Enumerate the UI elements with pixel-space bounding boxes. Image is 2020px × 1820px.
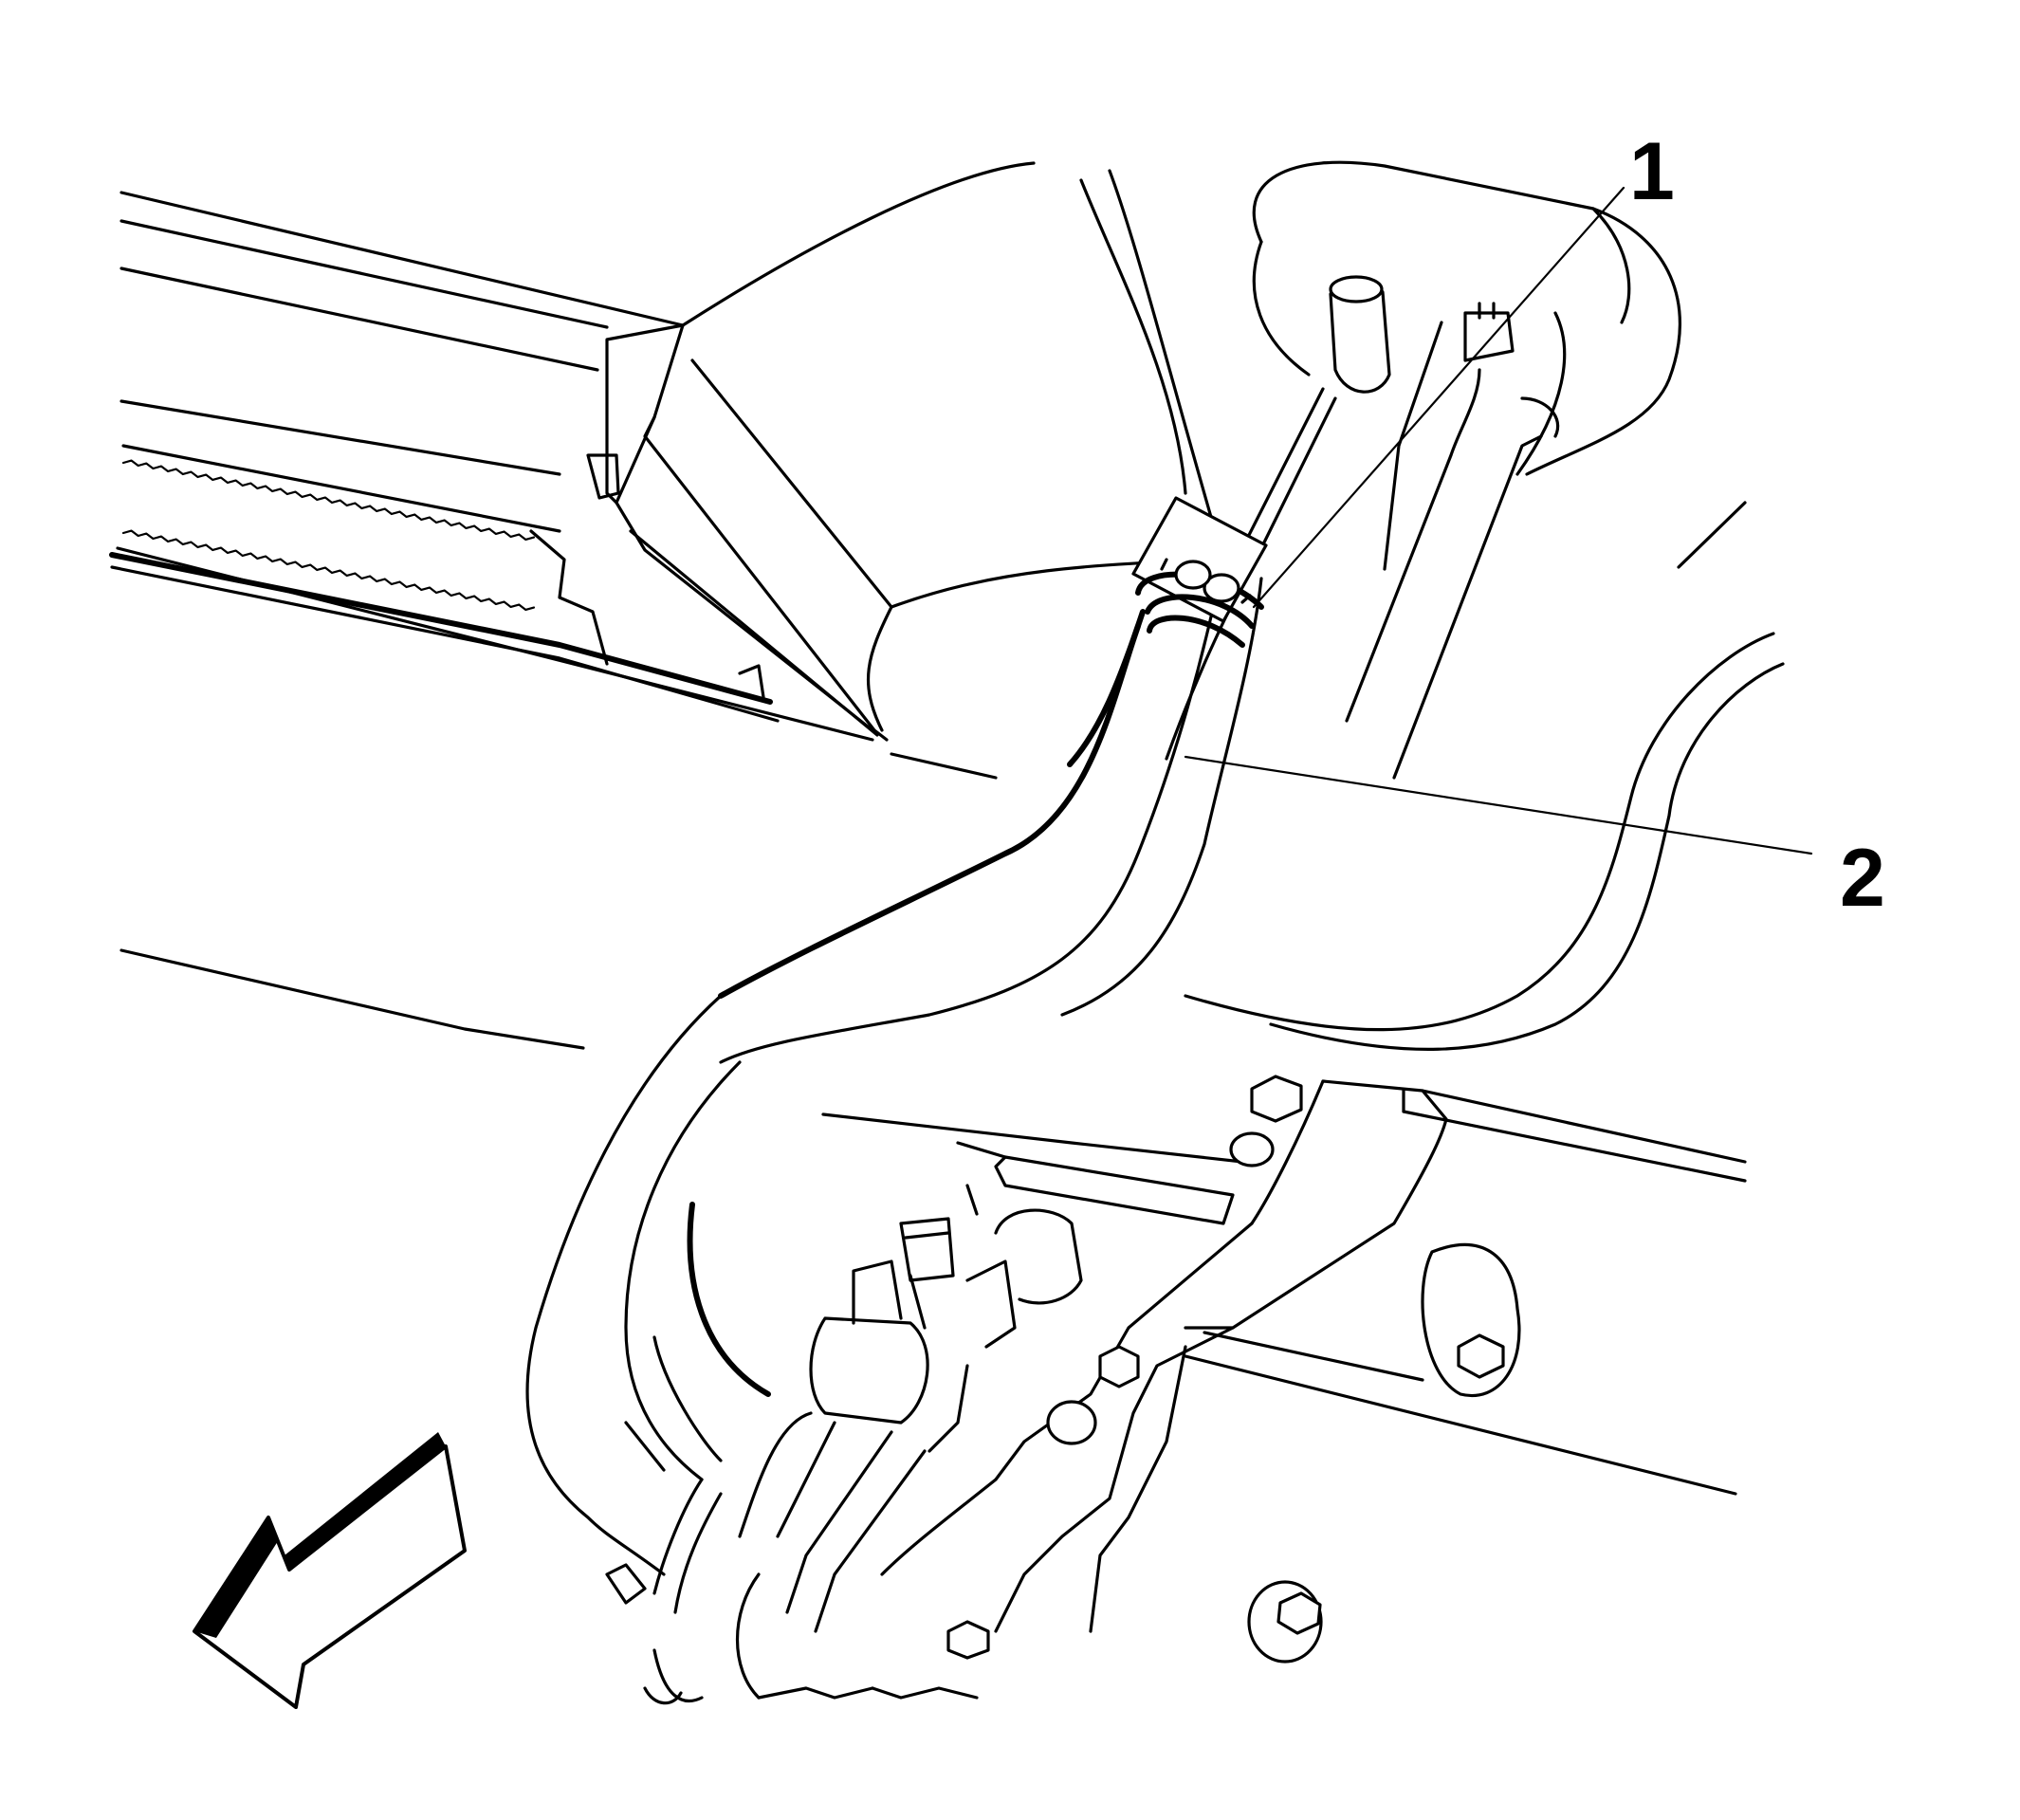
bolt-middle xyxy=(1046,1345,1140,1445)
front-direction-arrow-icon xyxy=(193,1432,467,1709)
bolt-upper xyxy=(1229,1075,1303,1167)
lower-hardware-assembly xyxy=(605,1075,1521,1705)
access-hole xyxy=(1421,1242,1521,1398)
fuel-tank-body xyxy=(681,160,1785,1051)
callout-2-leader xyxy=(1184,755,1813,855)
callout-1-label: 1 xyxy=(1629,126,1675,217)
evap-valve xyxy=(809,1141,1235,1453)
lower-left-rails xyxy=(119,948,1747,1496)
upper-left-rails xyxy=(109,191,998,780)
callout-leaders xyxy=(1184,186,1813,855)
callout-1-leader xyxy=(1252,186,1625,609)
fuel-filler-pipe xyxy=(525,496,1268,1576)
bolt-lower xyxy=(946,1580,1323,1664)
filler-neck-seal xyxy=(1131,496,1268,648)
callout-2-label: 2 xyxy=(1840,833,1885,924)
